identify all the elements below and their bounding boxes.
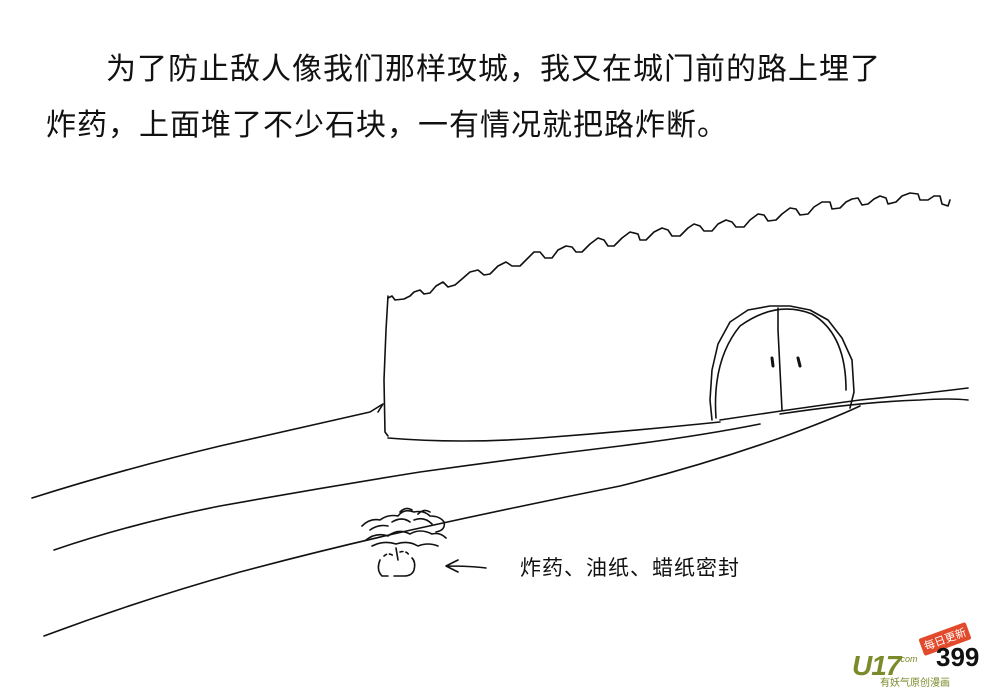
narration-line-2: 炸药，上面堆了不少石块，一有情况就把路炸断。 (46, 108, 728, 143)
narration-line-1: 为了防止敌人像我们那样攻城，我又在城门前的路上埋了 (106, 52, 881, 87)
wall-battlements (387, 192, 951, 301)
ground-right-2 (779, 398, 969, 415)
narration-box: 为了防止敌人像我们那样攻城，我又在城门前的路上埋了 炸药，上面堆了不少石块，一有… (46, 42, 966, 154)
annotation-arrow (445, 559, 487, 573)
watermark-slogan: 有妖气原创漫画 (880, 678, 950, 689)
gate-handle-left (770, 356, 775, 368)
road-lower-edge (43, 405, 861, 637)
gate-door-split (777, 307, 783, 411)
buried-explosive (377, 547, 416, 577)
gate-arch (709, 305, 855, 421)
ground-right (719, 387, 969, 421)
gate-arch-inner (714, 308, 847, 419)
rock-pile (361, 507, 447, 547)
gate-handle-right (796, 356, 802, 368)
page-number: 399 (936, 642, 980, 672)
watermark-dotcom: .com (898, 654, 918, 664)
road-upper-edge (31, 403, 384, 499)
watermark-logo: U17 (852, 650, 901, 681)
wall-left-edge (383, 295, 389, 437)
annotation-label: 炸药、油纸、蜡纸密封 (520, 556, 740, 580)
road-middle-edge (53, 423, 761, 551)
publisher-watermark: 每日更新 U17 .com 有妖气原创漫画 (846, 610, 1000, 689)
wall-base (387, 421, 721, 442)
